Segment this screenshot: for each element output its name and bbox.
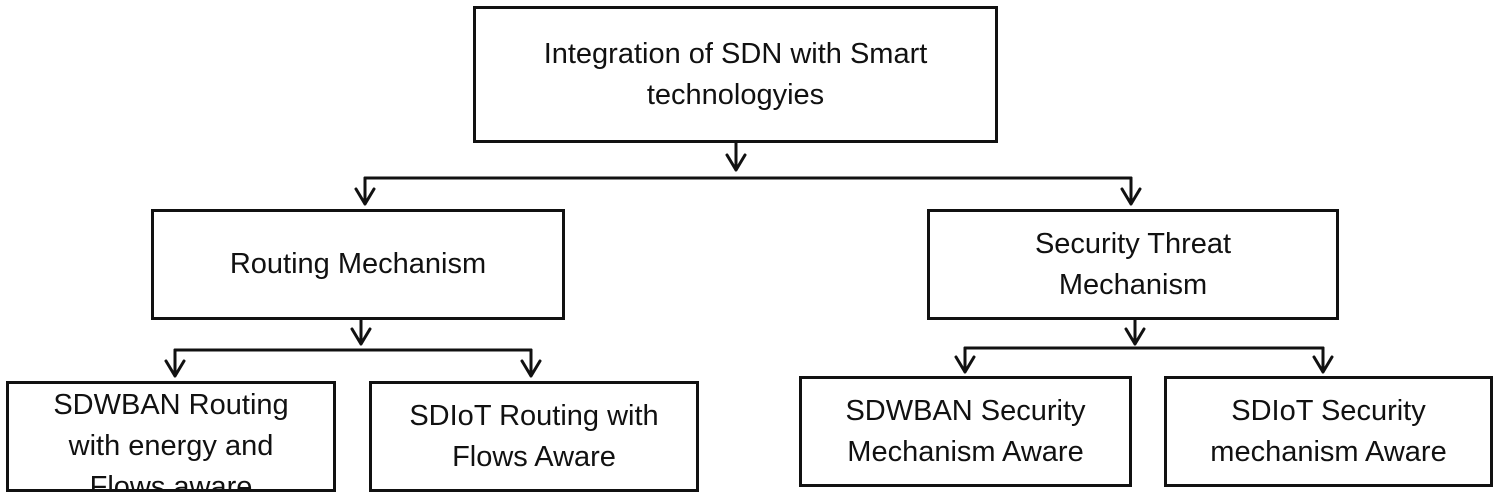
routing-mechanism-label: Routing Mechanism (229, 248, 487, 280)
arrow-to-sdwban-security (954, 346, 976, 374)
arrow-to-security (1120, 176, 1142, 206)
arrow-to-sdiot-security (1312, 346, 1334, 374)
sdiot-routing-node: SDIoT Routing with Flows Aware (369, 381, 699, 492)
sdwban-routing-label: SDWBAN Routing with energy and Flows awa… (53, 389, 289, 492)
arrow-to-routing (354, 176, 376, 206)
root-node: Integration of SDN with Smart technology… (473, 6, 998, 143)
arrow-routing-stem (350, 318, 372, 346)
sdiot-routing-label: SDIoT Routing with Flows Aware (409, 399, 659, 473)
arrow-to-sdwban-routing (164, 348, 186, 378)
sdwban-security-label: SDWBAN Security Mechanism Aware (845, 394, 1086, 468)
arrow-security-stem (1124, 318, 1146, 346)
routing-mechanism-node: Routing Mechanism (151, 209, 565, 320)
security-threat-mechanism-node: Security Threat Mechanism (927, 209, 1339, 320)
sdiot-security-label: SDIoT Security mechanism Aware (1210, 394, 1447, 468)
sdwban-security-node: SDWBAN Security Mechanism Aware (799, 376, 1132, 487)
arrow-to-sdiot-routing (520, 348, 542, 378)
arrow-root-stem (725, 141, 747, 172)
root-node-label: Integration of SDN with Smart technology… (543, 37, 928, 111)
sdiot-security-node: SDIoT Security mechanism Aware (1164, 376, 1493, 487)
sdwban-routing-node: SDWBAN Routing with energy and Flows awa… (6, 381, 336, 492)
security-threat-mechanism-label: Security Threat Mechanism (1034, 227, 1232, 301)
